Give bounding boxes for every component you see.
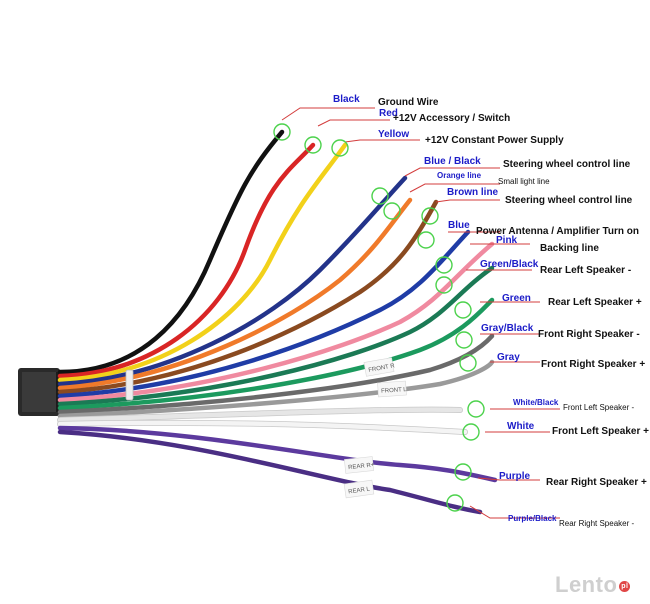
marker-circle-white (462, 423, 480, 441)
pointer-line-purple-black (469, 505, 560, 519)
wire-black (57, 129, 285, 375)
wire-tag: REAR L (343, 479, 375, 499)
function-label-blue-black: Steering wheel control line (503, 159, 631, 170)
wire-blue (57, 229, 471, 399)
marker-circle-purple (454, 463, 472, 481)
function-label-purple: Rear Right Speaker + (546, 477, 647, 488)
marker-circle-gray-black (455, 331, 473, 349)
wire-blue-black (57, 175, 408, 387)
color-label-orange-line: Orange line (437, 171, 482, 180)
wire-tag: FRONT L (377, 380, 408, 398)
marker-circle-blue (417, 231, 435, 249)
wire-gray-black (57, 333, 495, 415)
function-label-red: +12V Accessory / Switch (393, 113, 511, 124)
color-label-gray-black: Gray/Black (481, 323, 534, 334)
wire-pink (57, 241, 495, 403)
marker-circle-brown-line (421, 207, 439, 225)
color-label-blue-black: Blue / Black (424, 156, 481, 167)
wire-green-black (57, 265, 495, 407)
wire-tag-text: REAR R+ (348, 462, 375, 471)
color-label-purple-black: Purple/Black (508, 514, 557, 523)
pointer-line-red (317, 119, 390, 127)
marker-circle-blue-black (371, 187, 389, 205)
wire-purple-black (57, 429, 483, 515)
marker-circle-gray (459, 354, 477, 372)
function-label-black: Ground Wire (378, 97, 439, 108)
wire-tag-text: REAR L (348, 486, 371, 495)
color-label-gray: Gray (497, 352, 520, 363)
function-label-gray: Front Right Speaker + (541, 359, 646, 370)
pointer-line-black (281, 107, 375, 121)
function-label-gray-black: Front Right Speaker - (538, 329, 640, 340)
color-label-green: Green (502, 293, 531, 304)
function-label-green-black: Rear Left Speaker - (540, 265, 632, 276)
pointer-line-yellow (344, 139, 420, 143)
pointer-line-orange-line (409, 183, 500, 193)
marker-circle-orange-line (383, 202, 401, 220)
marker-circle-red (304, 136, 322, 154)
function-label-white: Front Left Speaker + (552, 426, 649, 437)
wire-yellow (57, 142, 348, 383)
color-label-red: Red (379, 108, 398, 119)
color-label-black: Black (333, 94, 360, 105)
color-label-white-black: White/Black (513, 398, 559, 407)
marker-circle-yellow (331, 139, 349, 157)
label-pointers (281, 107, 560, 519)
wire-tag-text: FRONT L (381, 387, 408, 395)
wire-tags: FRONT R FRONT L REAR R+ REAR L (343, 357, 408, 499)
marker-circle-green (454, 301, 472, 319)
wire-white-black (57, 407, 463, 423)
color-label-yellow: Yellow (378, 129, 410, 140)
wire-bundle (57, 129, 498, 515)
pointer-line-brown-line (435, 199, 500, 203)
color-label-purple: Purple (499, 471, 531, 482)
color-label-green-black: Green/Black (480, 259, 539, 270)
pointer-line-blue-black (404, 167, 500, 177)
color-label-pink: Pink (496, 235, 518, 246)
wire-tag: FRONT R (363, 357, 396, 377)
color-label-brown-line: Brown line (447, 187, 499, 198)
pointer-line-purple (477, 477, 540, 481)
marker-circle-white-black (467, 400, 485, 418)
wire-red (57, 142, 316, 379)
color-label-blue: Blue (448, 220, 470, 231)
marker-circle-purple-black (446, 494, 464, 512)
function-label-blue: Power Antenna / Amplifier Turn on (476, 226, 639, 237)
function-label-yellow: +12V Constant Power Supply (425, 135, 564, 146)
marker-circle-black (273, 123, 291, 141)
wire-brown-line (57, 199, 439, 395)
wire-white (57, 420, 468, 435)
wire-markers (273, 123, 485, 512)
color-label-white: White (507, 421, 535, 432)
wire-orange-line (57, 197, 413, 391)
function-label-purple-black: Rear Right Speaker - (559, 519, 635, 528)
marker-circle-pink (435, 256, 453, 274)
function-label-pink: Backing line (540, 243, 599, 254)
watermark-badge: pl (619, 580, 631, 592)
function-label-orange-line: Small light line (498, 177, 550, 186)
marker-circle-green-black (435, 276, 453, 294)
function-label-brown-line: Steering wheel control line (505, 195, 633, 206)
wire-tag-text: FRONT R (368, 363, 396, 374)
function-label-white-black: Front Left Speaker - (563, 403, 635, 412)
function-label-green: Rear Left Speaker + (548, 297, 642, 308)
wire-tag: REAR R+ (344, 456, 375, 474)
cable-tie (125, 369, 134, 401)
